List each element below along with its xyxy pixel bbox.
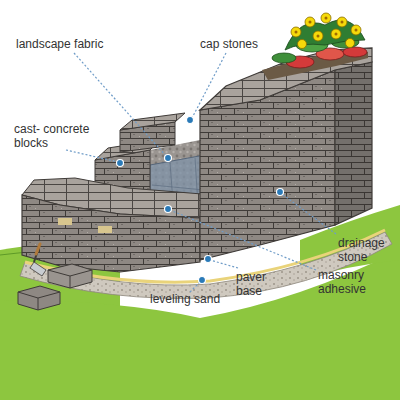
part-label: leveling sand <box>150 292 220 306</box>
part-label: drainage stone <box>338 236 396 264</box>
part-label: landscape fabric <box>16 37 103 51</box>
part-label: paver base <box>236 270 278 298</box>
part-label: cast- concrete blocks <box>14 122 106 150</box>
part-label: masonry adhesive <box>318 268 396 296</box>
part-label: cap stones <box>200 37 258 51</box>
